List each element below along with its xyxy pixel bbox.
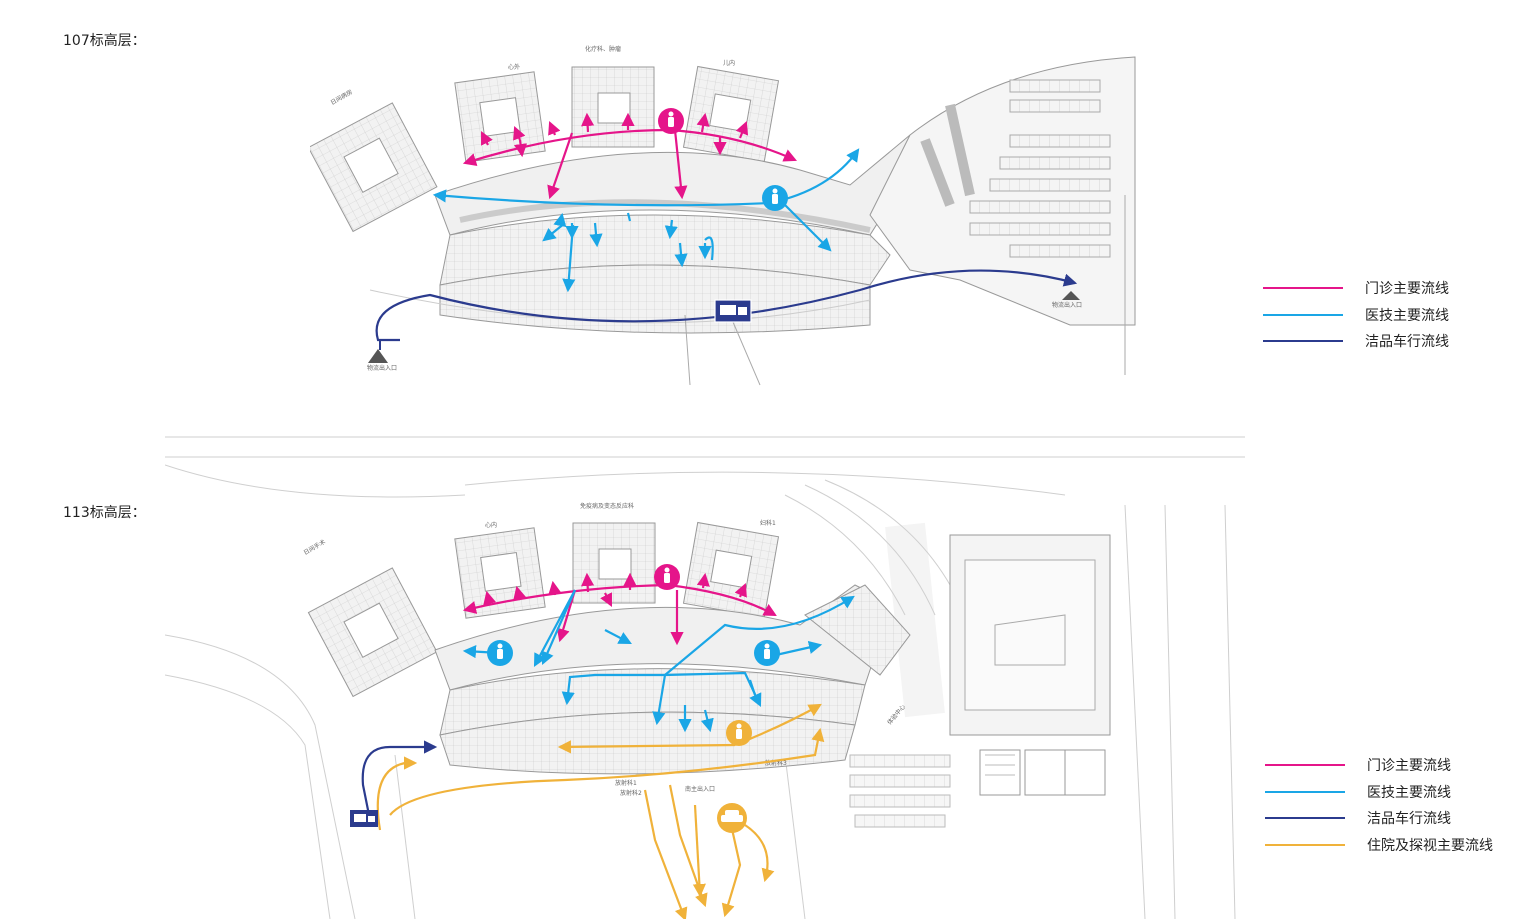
truck-icon [714, 299, 752, 323]
bottom-plan-title: 113标高层： [63, 505, 146, 521]
outpatient-person-icon [658, 108, 684, 134]
truck-icon [350, 810, 378, 827]
sports-label: 体验中心 [885, 703, 907, 727]
inpatient-person-icon [726, 720, 752, 746]
inpatient-flow-lines [376, 703, 825, 919]
east-wing [804, 584, 911, 676]
chem-label: 化疗科、肿瘤 [585, 45, 621, 53]
dayop-label: 日间手术 [302, 538, 327, 557]
sports-centre-block [949, 534, 1111, 736]
legend-item-inpatient: 住院及探视主要流线 [1265, 835, 1493, 855]
logistics-flow-line [361, 740, 438, 821]
medtech-person-icon-right [754, 640, 780, 666]
top-floor-plan: 日间病房 化疗科、肿瘤 心外 儿内 [310, 45, 1150, 390]
heart-label: 心内 [485, 521, 497, 529]
peds-label: 儿内 [723, 59, 735, 67]
parking-lot [869, 56, 1136, 326]
south-entry-label: 南主出入口 [685, 785, 715, 793]
parking-area [849, 754, 951, 828]
rad1-label: 放射科1 [615, 779, 637, 787]
logistics-flow-line [375, 269, 1078, 342]
legend-item-medtech: 医技主要流线 [1263, 305, 1449, 325]
entrance-triangle-icon [368, 291, 1080, 363]
outpatient-person-icon [654, 564, 680, 590]
car-icon [717, 803, 747, 833]
legend-item-medtech: 医技主要流线 [1265, 782, 1451, 802]
medtech-person-icon [762, 185, 788, 211]
legend-item-outpatient: 门诊主要流线 [1263, 278, 1449, 298]
podium-lower [439, 711, 856, 775]
legend-item-logistics: 洁品车行流线 [1263, 331, 1449, 351]
rad2-label: 放射科2 [620, 789, 642, 797]
entry-label-left: 物流出入口 [367, 364, 397, 372]
medtech-flow-lines [462, 589, 855, 733]
site-roads [165, 436, 1245, 919]
legend-item-outpatient: 门诊主要流线 [1265, 755, 1451, 775]
top-plan-title: 107标高层： [63, 33, 146, 49]
rad3-label: 放射科3 [765, 759, 787, 767]
entry-label-right: 物流出入口 [1052, 301, 1082, 309]
legend-item-logistics: 洁品车行流线 [1265, 808, 1451, 828]
dayroom-label: 日间病房 [329, 88, 354, 107]
immune-label: 免疫病及变态反应科 [580, 502, 634, 510]
heart-label: 心外 [508, 63, 520, 71]
north-wing-blocks [454, 65, 780, 163]
sports-courts [979, 749, 1106, 796]
north-wing-blocks [454, 521, 780, 619]
left-square-ward [307, 567, 438, 698]
medtech-person-icon-left [487, 640, 513, 666]
gyn-label: 妇科1 [760, 519, 776, 527]
left-square-ward [310, 102, 438, 233]
bottom-floor-plan: 日间手术 免疫病及变态反应科 心内 妇科1 放射科1 放射科2 放射科3 南主出… [165, 425, 1253, 919]
outpatient-flow-lines [462, 112, 798, 200]
